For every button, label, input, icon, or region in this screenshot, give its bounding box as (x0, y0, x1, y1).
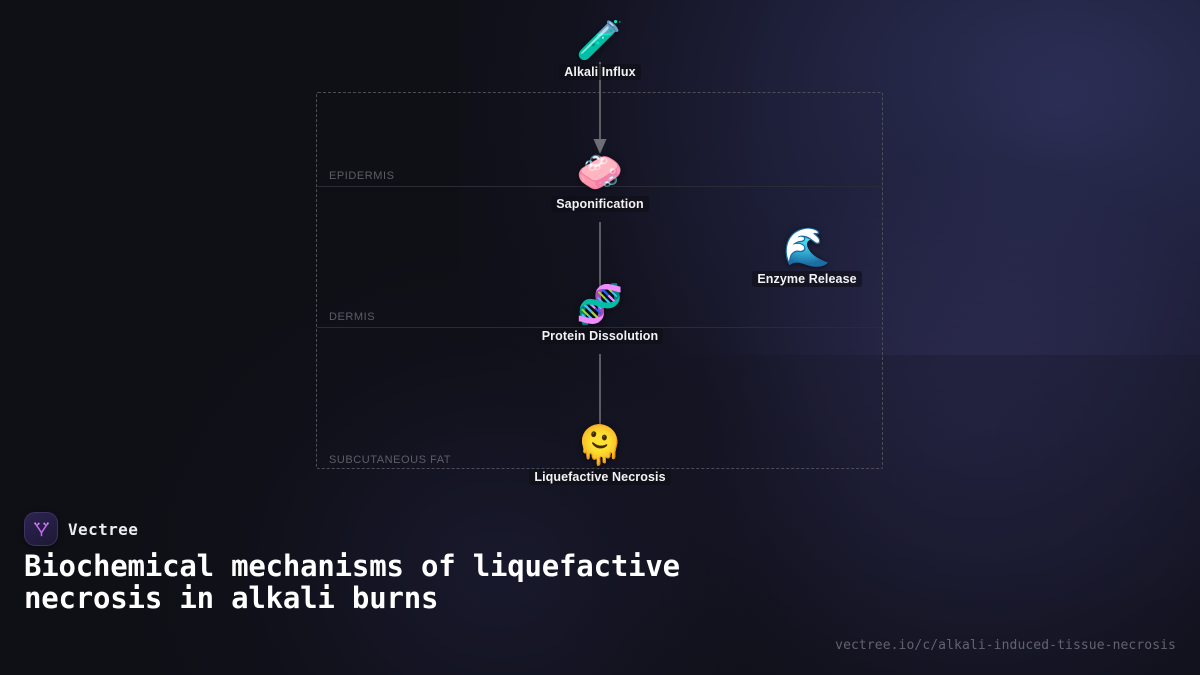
layer-dermis[interactable]: DERMIS (317, 187, 882, 328)
melting-face-icon: 🫠 (576, 423, 624, 467)
node-label-enzyme-release: Enzyme Release (752, 271, 862, 287)
edge-layer (593, 62, 607, 428)
node-protein-dissolution[interactable]: 🧬 Protein Dissolution (515, 282, 685, 345)
vectree-logo-icon (24, 512, 58, 546)
brand-name: Vectree (68, 519, 139, 539)
layer-epidermis[interactable]: EPIDERMIS (317, 93, 882, 187)
node-label-protein-dissolution: Protein Dissolution (536, 328, 664, 344)
brand-lockup[interactable]: Vectree (24, 512, 138, 546)
node-enzyme-release[interactable]: 🌊 Enzyme Release (722, 225, 892, 288)
source-url: vectree.io/c/alkali-induced-tissue-necro… (835, 638, 1176, 653)
ocean-wave-icon: 🌊 (783, 225, 831, 269)
node-liquefactive-necrosis[interactable]: 🫠 Liquefactive Necrosis (515, 423, 685, 486)
node-label-liquefactive-necrosis: Liquefactive Necrosis (529, 469, 671, 485)
layer-stack: EPIDERMIS DERMIS SUBCUTANEOUS FAT (316, 92, 883, 469)
page-title: Biochemical mechanisms of liquefactive n… (24, 549, 680, 615)
layer-subcutaneous-fat[interactable]: SUBCUTANEOUS FAT (317, 328, 882, 470)
footer: Vectree Biochemical mechanisms of liquef… (0, 495, 1200, 675)
node-saponification[interactable]: 🧼 Saponification (515, 150, 685, 213)
dna-helix-icon: 🧬 (576, 282, 624, 326)
node-alkali-influx[interactable]: 🧪 Alkali Influx (515, 18, 685, 81)
tissue-layer-diagram: EPIDERMIS DERMIS SUBCUTANEOUS FAT (316, 62, 883, 469)
layer-label-epidermis: EPIDERMIS (329, 170, 395, 182)
soap-bar-icon: 🧼 (576, 150, 624, 194)
node-label-saponification: Saponification (551, 196, 649, 212)
test-tube-icon: 🧪 (576, 18, 624, 62)
node-label-alkali-influx: Alkali Influx (559, 64, 641, 80)
layer-label-dermis: DERMIS (329, 311, 376, 323)
layer-label-subcutaneous-fat: SUBCUTANEOUS FAT (329, 454, 452, 466)
